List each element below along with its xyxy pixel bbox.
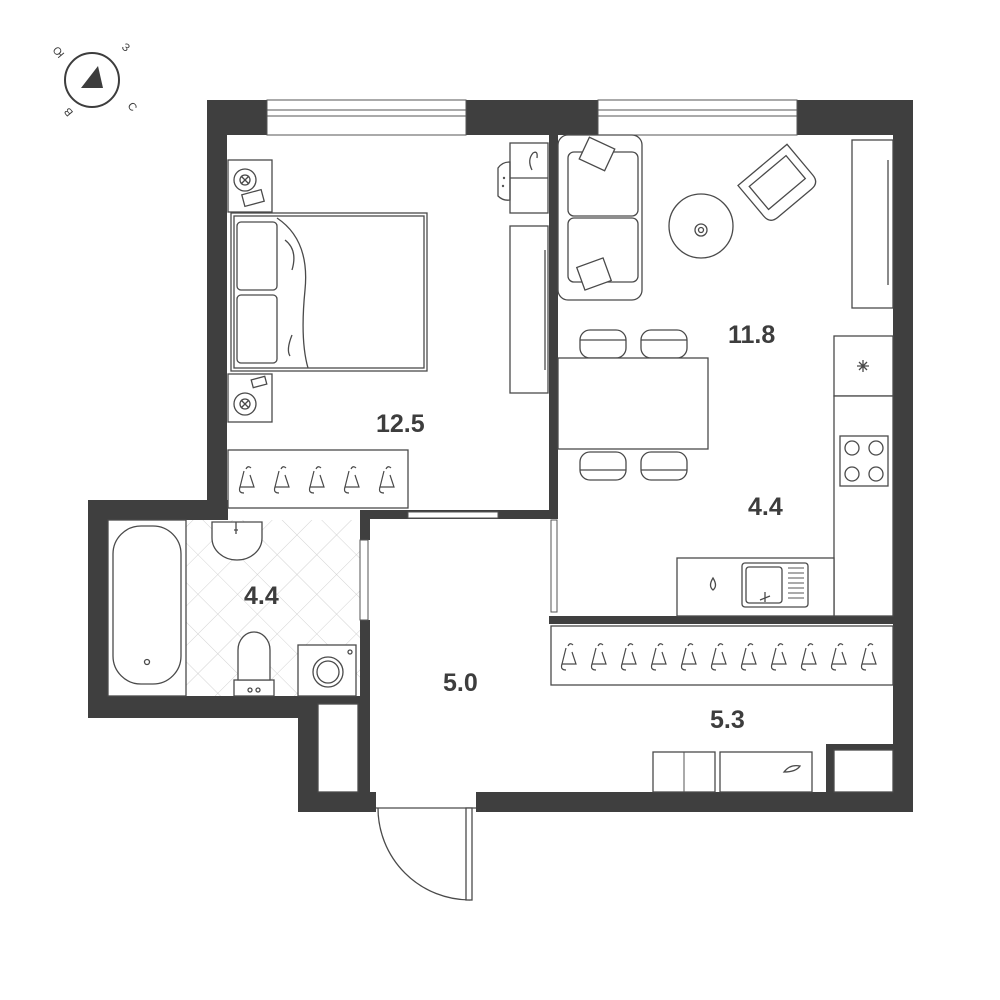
armchair [737, 143, 817, 221]
coffee-table [668, 193, 734, 259]
storage-closet [317, 703, 359, 793]
chair [640, 451, 688, 481]
bath-sink [211, 521, 263, 561]
hall-dresser [719, 751, 813, 793]
living-furniture [557, 134, 894, 617]
bedroom-wardrobe-hangers [227, 449, 409, 509]
room-area-corridor: 5.3 [710, 706, 745, 734]
compass-letter-west: З [119, 41, 132, 55]
room-area-living: 11.8 [728, 321, 775, 349]
compass-arrow-icon [81, 66, 103, 88]
stove [839, 435, 889, 487]
compass: З С В Ю [51, 41, 139, 118]
hall-furniture [317, 703, 894, 793]
windows [266, 99, 798, 136]
compass-ring [64, 52, 120, 108]
bedroom-furniture [227, 142, 549, 509]
corridor-wardrobe [550, 625, 894, 686]
walls [88, 100, 913, 812]
living-wardrobe [851, 139, 894, 309]
sink [741, 562, 809, 608]
compass-letter-south: Ю [51, 44, 67, 60]
chair [579, 329, 627, 359]
pillow [236, 221, 278, 291]
kitchen-counter [833, 395, 894, 617]
pillow [236, 294, 278, 364]
entrance-door [376, 807, 476, 901]
room-area-bathroom: 4.4 [244, 582, 279, 610]
washing-machine [297, 644, 357, 697]
small-closet [833, 749, 894, 793]
room-area-kitchen: 4.4 [748, 493, 783, 521]
bathroom-fixtures [107, 519, 357, 697]
chair [640, 329, 688, 359]
compass-letter-east: В [62, 105, 76, 118]
toilet-tank [233, 679, 275, 697]
bedroom-wardrobe [509, 225, 549, 394]
room-area-hallway: 5.0 [443, 669, 478, 697]
toilet [237, 631, 271, 681]
compass-letter-north: С [125, 100, 139, 114]
window-bedroom [266, 99, 467, 136]
room-area-bedroom: 12.5 [376, 410, 425, 438]
kitchen-sliding-door [550, 519, 558, 613]
dining-table [557, 357, 709, 450]
chair [579, 451, 627, 481]
bathroom-door [359, 539, 369, 621]
bedroom-sliding-door [407, 511, 499, 519]
window-living [597, 99, 798, 136]
